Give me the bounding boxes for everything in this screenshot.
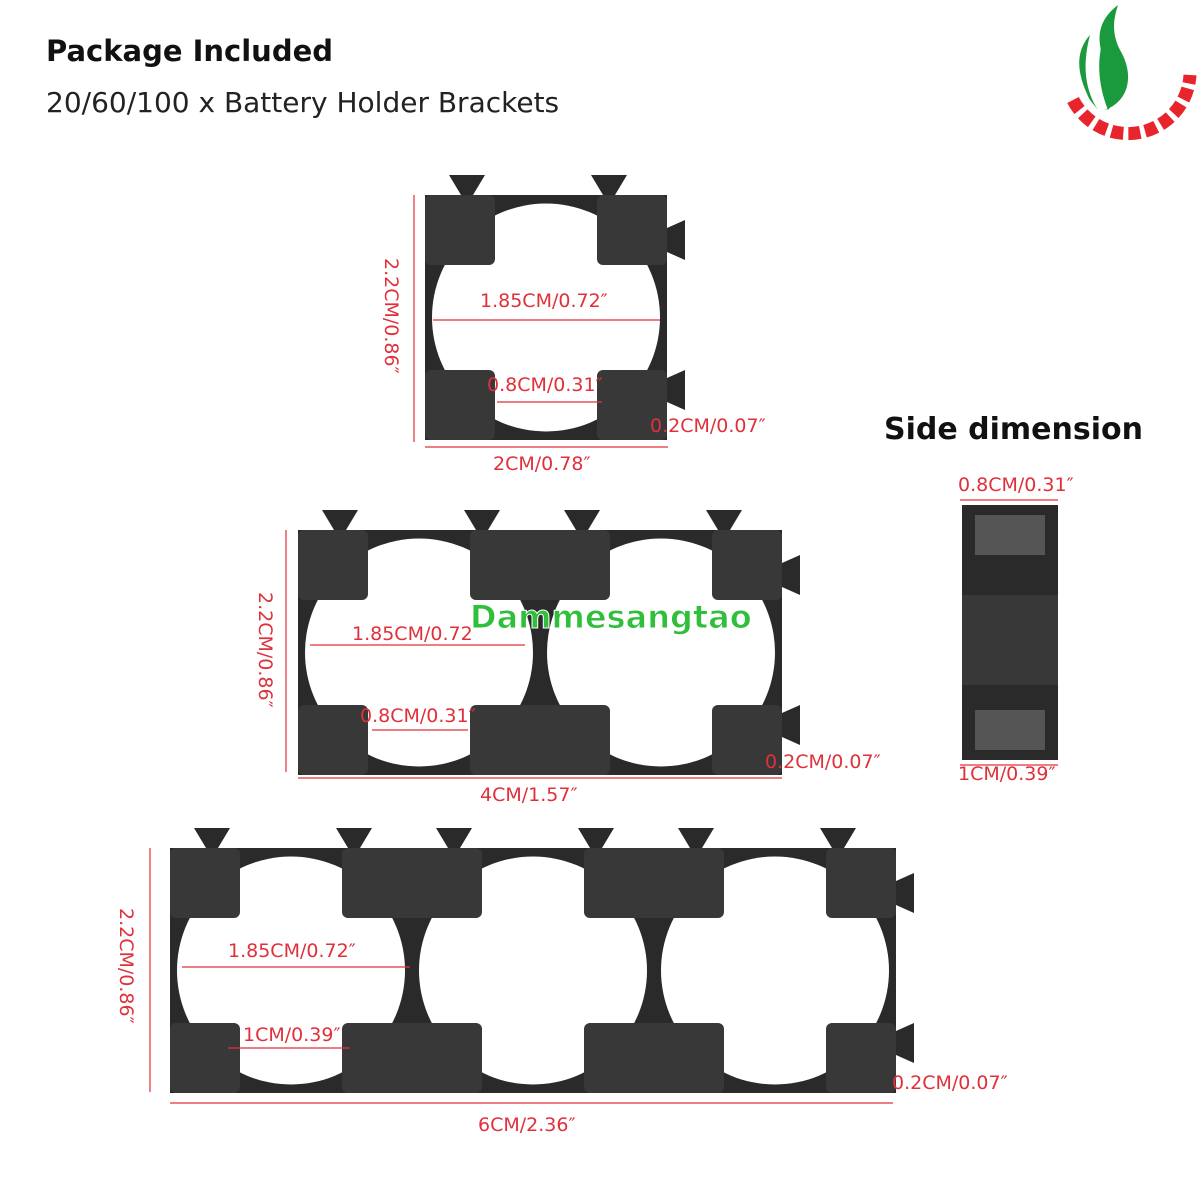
holder1-height-label: 2.2CM/0.86″ <box>380 258 402 374</box>
holder3-gap-label: 1CM/0.39″ <box>243 1024 341 1046</box>
holder3-height-label: 2.2CM/0.86″ <box>115 908 137 1024</box>
holder1-gap-label: 0.8CM/0.31″ <box>487 374 603 396</box>
side-top-label: 0.8CM/0.31″ <box>958 474 1074 496</box>
holder2-tab-label: 0.2CM/0.07″ <box>765 751 881 773</box>
double-cell-holder <box>298 510 800 775</box>
watermark: Dammesangtao <box>470 598 753 637</box>
holder1-tab-label: 0.2CM/0.07″ <box>650 415 766 437</box>
holder1-width-label: 2CM/0.78″ <box>493 453 591 475</box>
package-title: Package Included <box>46 34 334 68</box>
holder2-height-label: 2.2CM/0.86″ <box>254 592 276 708</box>
side-view-holder <box>962 505 1058 760</box>
side-dimension-title: Side dimension <box>884 412 1143 447</box>
holder2-width-label: 4CM/1.57″ <box>480 784 578 806</box>
holder3-diameter-label: 1.85CM/0.72″ <box>228 940 356 962</box>
holder2-diameter-label: 1.85CM/0.72 <box>352 623 473 645</box>
holder2-gap-label: 0.8CM/0.31″ <box>360 705 476 727</box>
holder3-tab-label: 0.2CM/0.07″ <box>892 1072 1008 1094</box>
single-cell-holder <box>425 175 685 440</box>
triple-cell-holder <box>170 828 914 1093</box>
holder1-diameter-label: 1.85CM/0.72″ <box>480 290 608 312</box>
brand-logo <box>1067 5 1197 140</box>
package-subtitle: 20/60/100 x Battery Holder Brackets <box>46 86 560 119</box>
side-bottom-label: 1CM/0.39″ <box>958 763 1056 785</box>
holder3-width-label: 6CM/2.36″ <box>478 1114 576 1136</box>
